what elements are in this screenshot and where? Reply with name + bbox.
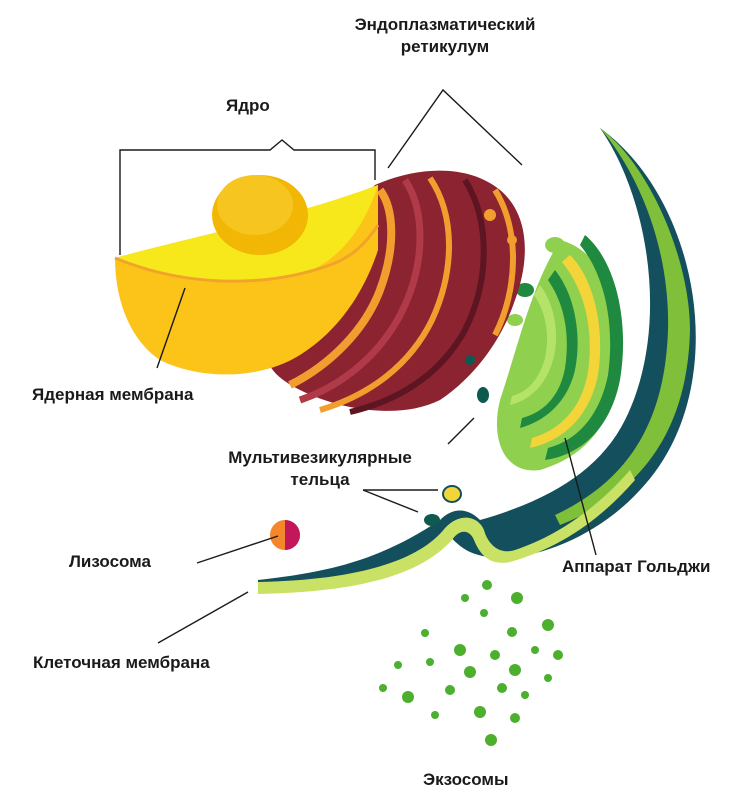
nuclear-membrane-label: Ядерная мембрана [32,385,194,404]
nucleus [114,175,380,375]
golgi-apparatus [496,235,624,471]
er-label-line1: Эндоплазматический [354,15,536,34]
exosomes-label: Экзосомы [423,770,509,789]
nucleus-label: Ядро [226,96,270,115]
cell-membrane-label: Клеточная мембрана [33,653,210,672]
cell-membrane [258,128,696,594]
pointer-lines [119,88,597,644]
endoplasmic-reticulum [268,170,525,415]
mvb-label-line1: Мультивезикулярные [228,448,412,467]
exosomes [379,580,563,746]
mvb-label-line2: тельца [290,470,350,489]
mvb-label: Мультивезикулярные тельца [205,447,435,491]
er-label: Эндоплазматический ретикулум [330,14,560,58]
lysosome-label: Лизосома [69,552,151,571]
multivesicular-bodies [424,387,489,526]
golgi-label: Аппарат Гольджи [562,557,711,576]
lysosome [270,520,300,550]
er-label-line2: ретикулум [400,37,490,56]
